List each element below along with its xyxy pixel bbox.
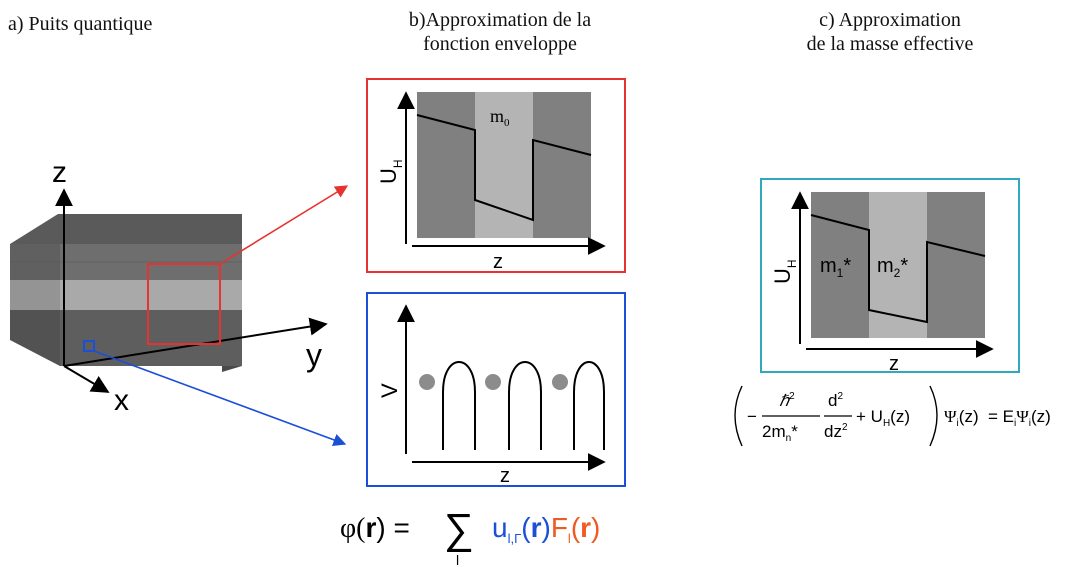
z-axis-label: z (52, 156, 67, 189)
sum-symbol: ∑ (444, 505, 474, 552)
quantum-well-block (10, 214, 242, 372)
caption-b: b)Approximation de la fonction enveloppe (360, 8, 640, 56)
well-region-c (869, 192, 927, 338)
eq-plus-u: + UH(z) (856, 407, 910, 429)
caption-b-line1: b)Approximation de la (408, 9, 592, 31)
eq-rhs: = EiΨi(z) (988, 407, 1051, 429)
potential-profile (416, 114, 592, 222)
m2-label: m2* (877, 255, 908, 280)
blue-zoom-region (83, 340, 95, 352)
m0-label: m0 (490, 106, 510, 129)
barrier-right (533, 92, 591, 238)
atomic-potential-well (508, 361, 542, 450)
caption-b-line2: fonction enveloppe (423, 33, 577, 55)
blue-zoom-arrow (93, 350, 347, 446)
block-top-face (10, 214, 242, 244)
z-label-c: z (889, 353, 899, 375)
envelope-formula: φ(r) = ∑ l ul,Γ(r)Fl(r) (340, 505, 600, 567)
red-zoom-region (147, 263, 221, 345)
m1-label: m1* (820, 255, 851, 280)
panel-b-top: UH z m0 (366, 78, 626, 273)
panel-b-bottom-frame (366, 292, 626, 487)
barrier-layer-bottom (10, 310, 242, 366)
well-layer (10, 280, 242, 310)
right-paren (929, 385, 938, 447)
atom-dot (419, 374, 435, 390)
potential-profile-c (810, 214, 986, 324)
formula-phi: φ(r) = (340, 512, 410, 544)
caption-c: c) Approximation de la masse effective (760, 8, 1020, 56)
caption-c-line1: c) Approximation (819, 9, 961, 31)
y-axis-label: y (306, 337, 322, 373)
z-label-b-top: z (493, 251, 503, 273)
uh-axis-label-c: UH (770, 259, 799, 284)
barrier-right-c (927, 192, 985, 338)
eq-psi-left: Ψi(z) (944, 407, 979, 429)
caption-a: a) Puits quantique (8, 13, 153, 35)
x-axis-arrow (63, 365, 110, 393)
schrodinger-equation: − ℏ2 2mn* d2 dz2 + UH(z) Ψi(z) = EiΨi(z) (734, 385, 1051, 447)
eq-hbar: ℏ2 (779, 391, 795, 410)
barrier-left-c (811, 192, 869, 338)
axes-3d: z y x (52, 156, 328, 417)
panel-b-bottom: V z (366, 292, 626, 487)
well-region (475, 92, 533, 238)
atomic-potential-well (573, 361, 605, 450)
uh-axis-label: UH (376, 159, 405, 184)
eq-mass: 2mn* (762, 422, 798, 444)
formula-terms: ul,Γ(r)Fl(r) (492, 512, 600, 546)
eq-dz2: dz2 (824, 422, 848, 441)
x-axis-label: x (114, 384, 129, 417)
v-axis-label: V (377, 383, 402, 398)
left-paren (734, 385, 743, 447)
barrier-left (417, 92, 475, 238)
panel-c: UH z m1* m2* (760, 178, 1020, 375)
atom-dot (485, 374, 501, 390)
caption-c-line2: de la masse effective (806, 33, 974, 55)
z-label-b-bottom: z (500, 465, 510, 487)
atomic-potential-well (442, 361, 476, 450)
sum-index: l (456, 552, 459, 567)
block-left-shade (10, 244, 60, 366)
red-zoom-arrow (219, 185, 349, 265)
eq-d2: d2 (828, 391, 843, 410)
eq-minus: − (747, 407, 757, 426)
atom-dot (552, 374, 568, 390)
